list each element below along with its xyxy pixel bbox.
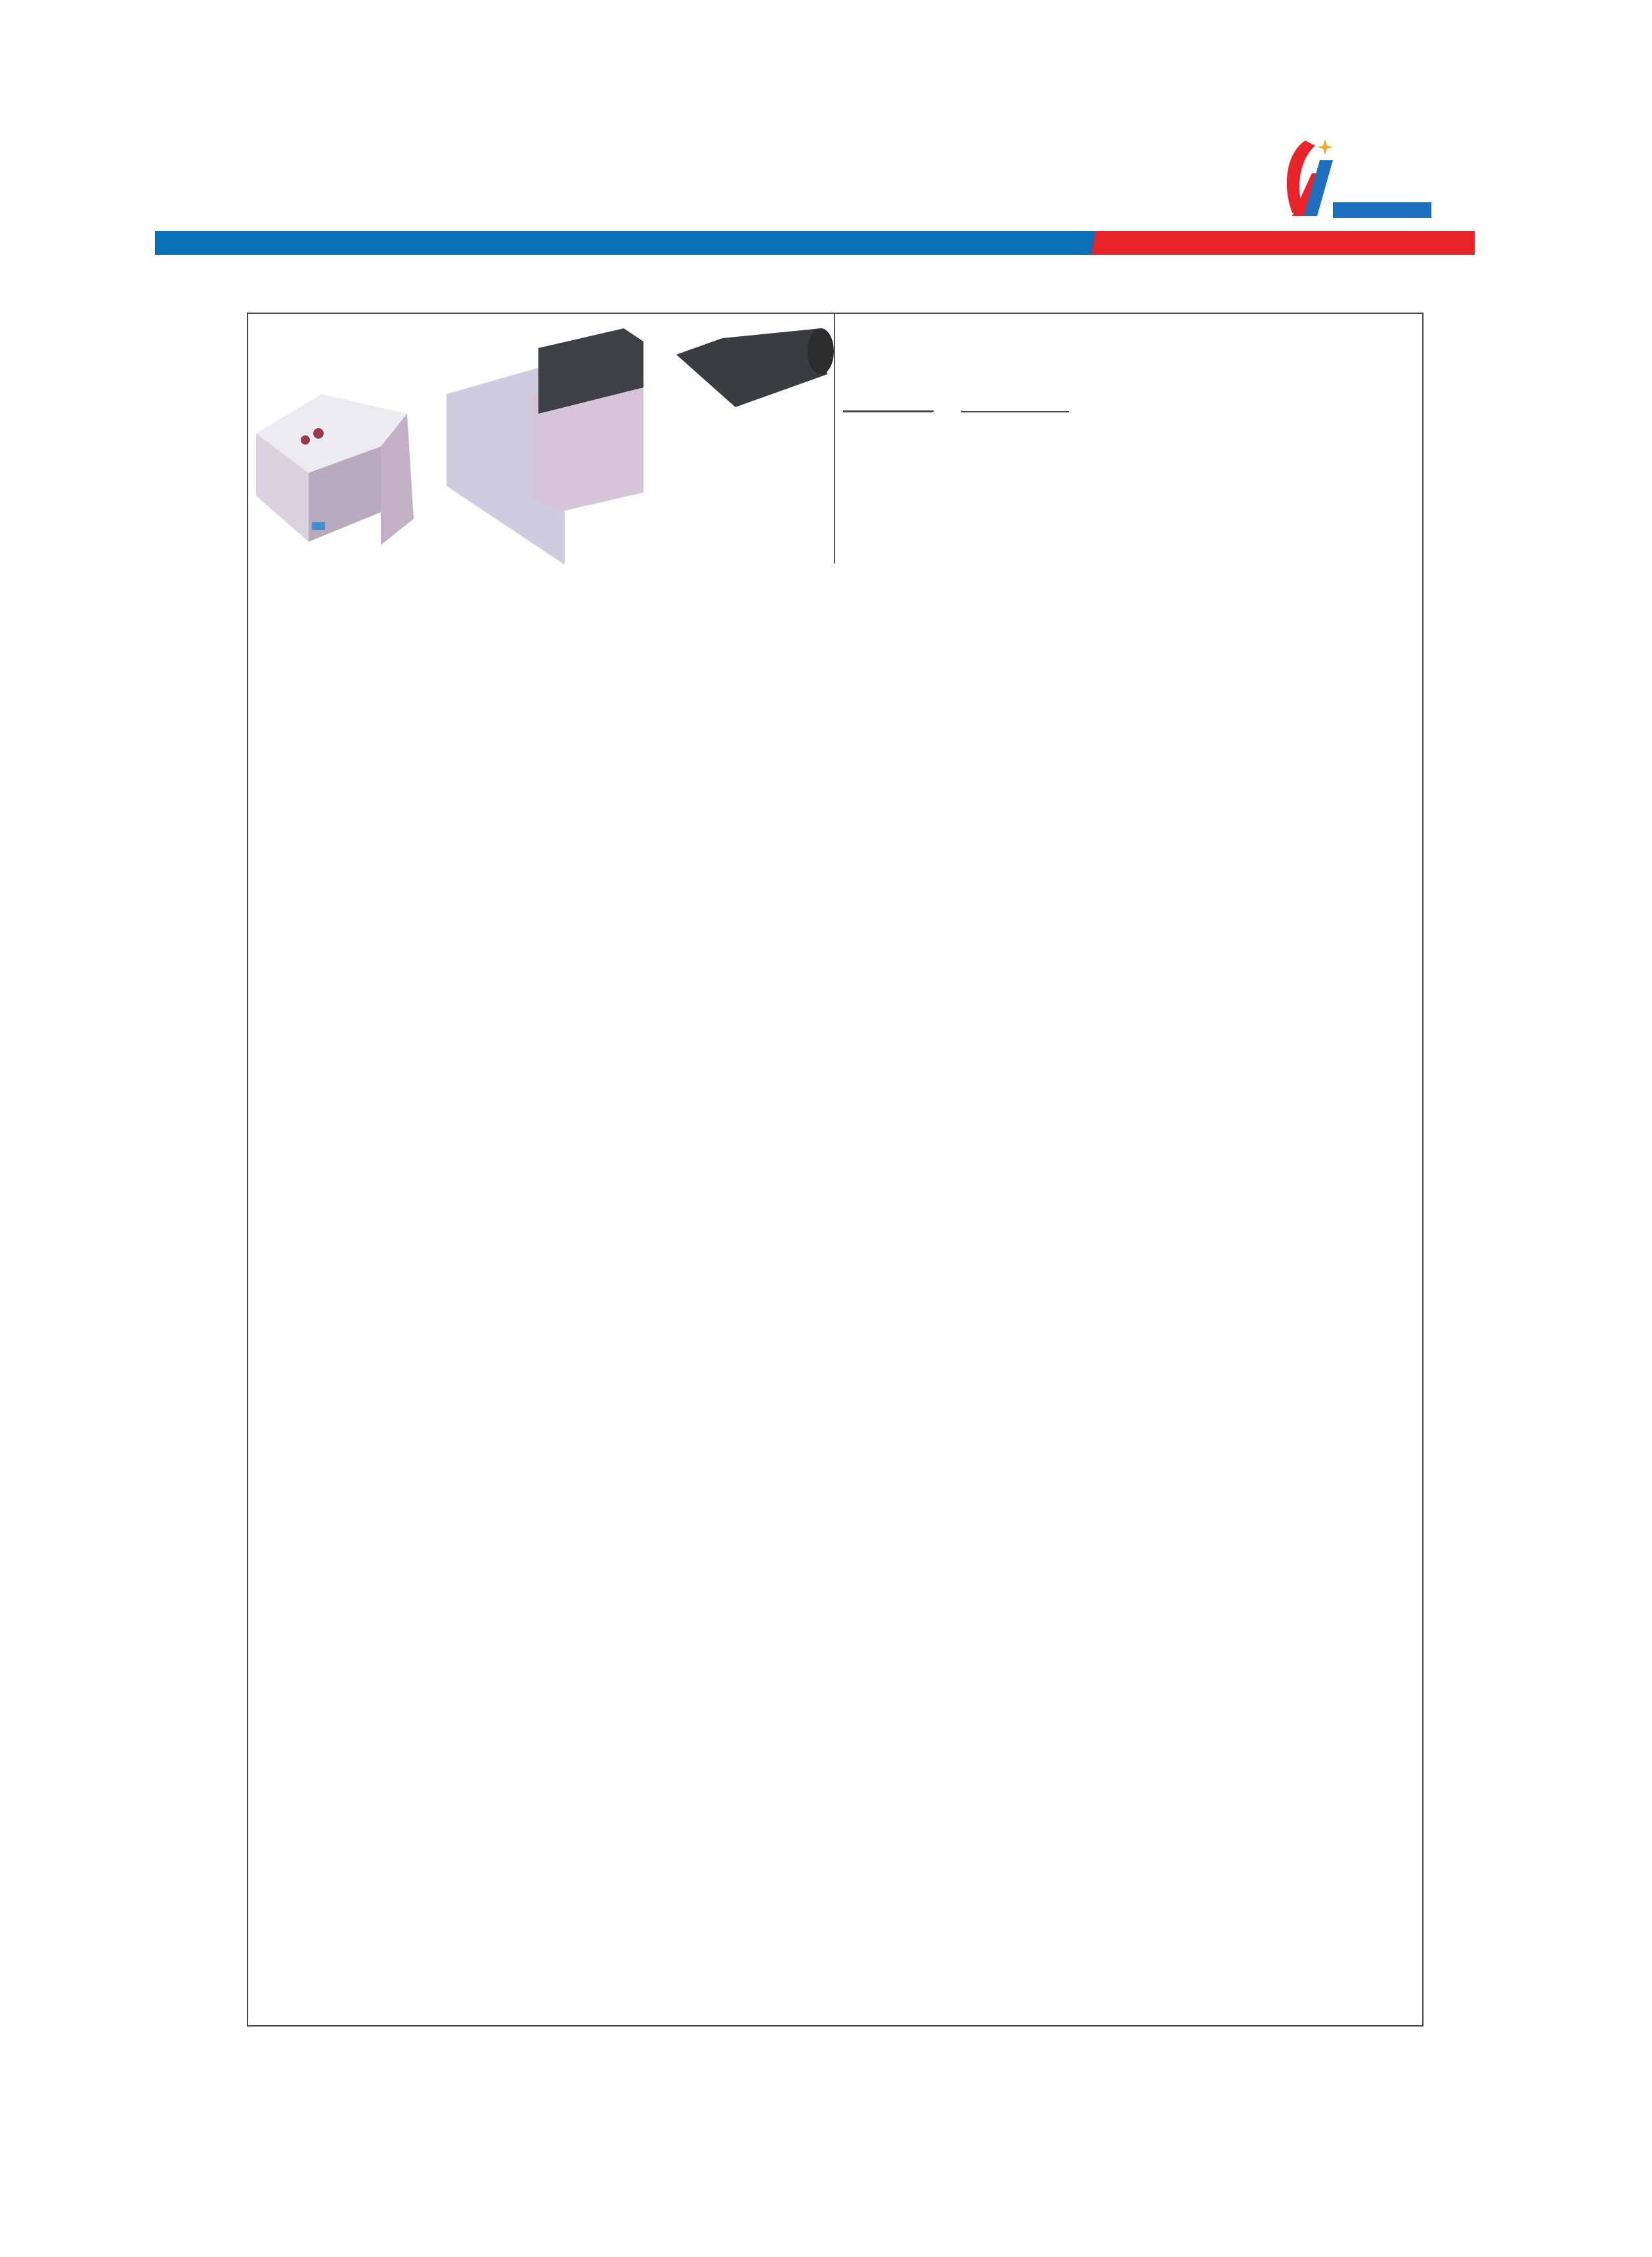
logo-mark-icon (1286, 139, 1333, 216)
product-image (250, 315, 834, 565)
logo-english (1333, 202, 1431, 218)
header-band (155, 231, 1475, 255)
divider (834, 314, 835, 563)
underline-series (843, 411, 932, 412)
product-3d-icon (256, 328, 834, 565)
brand-logo (1279, 134, 1476, 232)
underline-leadmotor (961, 411, 1069, 412)
spec-sheet-frame (247, 313, 1424, 2027)
